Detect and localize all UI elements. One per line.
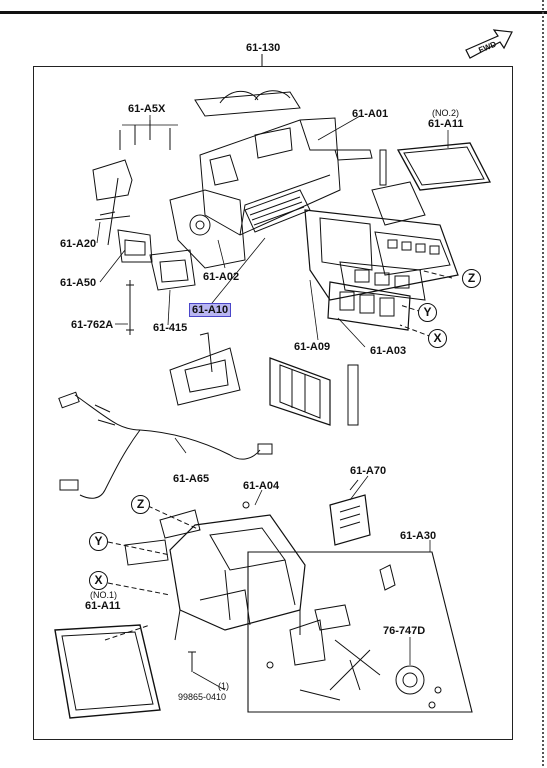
label-61-a10-highlighted: 61-A10 bbox=[189, 303, 232, 317]
callout-x-lower: X bbox=[89, 571, 108, 590]
label-61-130: 61-130 bbox=[246, 42, 281, 54]
label-61-762a: 61-762A bbox=[71, 319, 114, 331]
label-61-a03: 61-A03 bbox=[370, 345, 407, 357]
label-61-415: 61-415 bbox=[153, 322, 188, 334]
callout-y-lower: Y bbox=[89, 532, 108, 551]
label-61-a09: 61-A09 bbox=[294, 341, 331, 353]
label-61-a01: 61-A01 bbox=[352, 108, 389, 120]
label-61-a50: 61-A50 bbox=[60, 277, 97, 289]
label-61-a65: 61-A65 bbox=[173, 473, 210, 485]
top-rule bbox=[0, 11, 547, 14]
label-no1-qualifier: (NO.1) bbox=[90, 590, 117, 600]
callout-z-lower: Z bbox=[131, 495, 150, 514]
label-no2-qualifier: (NO.2) bbox=[432, 108, 459, 118]
label-61-a20: 61-A20 bbox=[60, 238, 97, 250]
left-small-parts bbox=[92, 120, 246, 335]
heater-unit-upper bbox=[194, 90, 426, 236]
label-61-a02: 61-A02 bbox=[203, 271, 240, 283]
callout-x-upper: X bbox=[428, 329, 447, 348]
label-61-a70: 61-A70 bbox=[350, 465, 387, 477]
label-99865-0410: 99865-0410 bbox=[178, 692, 227, 702]
screw-icon bbox=[188, 651, 196, 672]
callout-y-upper: Y bbox=[418, 303, 437, 322]
label-61-a11-no1: 61-A11 bbox=[85, 600, 121, 612]
label-61-a04: 61-A04 bbox=[243, 480, 280, 492]
label-quantity: (1) bbox=[218, 681, 229, 691]
lower-bracket bbox=[169, 332, 241, 406]
label-61-a5x: 61-A5X bbox=[128, 103, 166, 115]
label-61-a11-no2: 61-A11 bbox=[428, 118, 464, 130]
page-edge bbox=[542, 0, 544, 768]
fwd-badge-text: FWD bbox=[477, 40, 497, 55]
callout-z-upper: Z bbox=[462, 269, 481, 288]
core-filter-61a09 bbox=[269, 357, 359, 426]
diagram-frame bbox=[33, 66, 513, 740]
filter-no1 bbox=[54, 624, 161, 719]
fwd-arrow-icon: FWD bbox=[465, 29, 513, 59]
front-housing bbox=[304, 209, 459, 301]
actuator-61a70 bbox=[329, 479, 371, 546]
lower-case bbox=[169, 501, 306, 641]
leader-lines bbox=[96, 115, 449, 691]
wire-harness bbox=[58, 391, 273, 499]
seal-plates bbox=[124, 509, 201, 566]
linkage-box bbox=[247, 551, 473, 713]
label-76-747d: 76-747D bbox=[383, 625, 426, 637]
label-61-a30: 61-A30 bbox=[400, 530, 437, 542]
vent-panel bbox=[327, 281, 411, 331]
filter-no2 bbox=[396, 142, 492, 191]
